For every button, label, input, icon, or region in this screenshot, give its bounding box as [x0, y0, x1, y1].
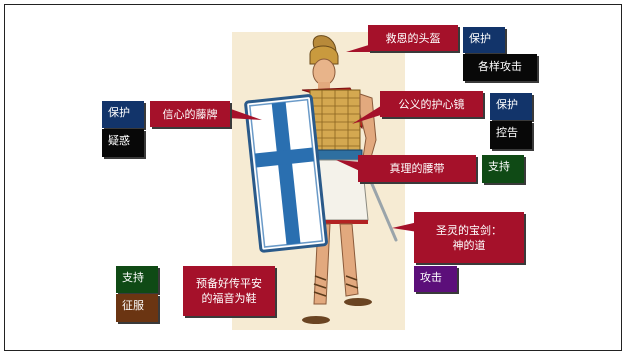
- shoes-callout-line2: 的福音为鞋: [201, 292, 257, 305]
- helmet-pointer: [346, 44, 372, 52]
- helmet-protect-tag: 保护: [463, 27, 505, 53]
- shield-pointer: [228, 108, 262, 120]
- soldier-illustration: [244, 35, 398, 324]
- shoes-callout-line1: 预备好传平安: [196, 277, 262, 290]
- helmet-of-salvation-callout: 救恩的头盔: [368, 25, 458, 51]
- breastplate-of-righteousness-callout: 公义的护心镜: [380, 91, 483, 117]
- shoes-support-tag: 支持: [116, 266, 158, 293]
- various-attacks-tag: 各样攻击: [463, 54, 537, 81]
- gospel-of-peace-shoes-callout: 预备好传平安 的福音为鞋: [183, 266, 275, 316]
- belt-of-truth-callout: 真理的腰带: [358, 155, 476, 182]
- sword-callout-line2: 神的道: [452, 238, 486, 252]
- conquer-tag: 征服: [116, 294, 158, 322]
- sword-callout-line1: 圣灵的宝剑：: [436, 223, 502, 237]
- breastplate-protect-tag: 保护: [490, 93, 532, 120]
- shield-protect-tag: 保护: [102, 101, 144, 128]
- belt-pointer: [336, 160, 362, 172]
- sword-attack-tag: 攻击: [414, 266, 457, 292]
- breastplate-pointer: [352, 104, 384, 124]
- accusation-tag: 控告: [490, 121, 532, 149]
- belt-support-tag: 支持: [482, 155, 524, 183]
- sword-pointer: [392, 222, 418, 232]
- shield-of-faith-callout: 信心的藤牌: [150, 101, 230, 127]
- sword-of-the-spirit-callout: 圣灵的宝剑： 神的道: [414, 212, 524, 263]
- doubt-tag: 疑惑: [102, 129, 144, 157]
